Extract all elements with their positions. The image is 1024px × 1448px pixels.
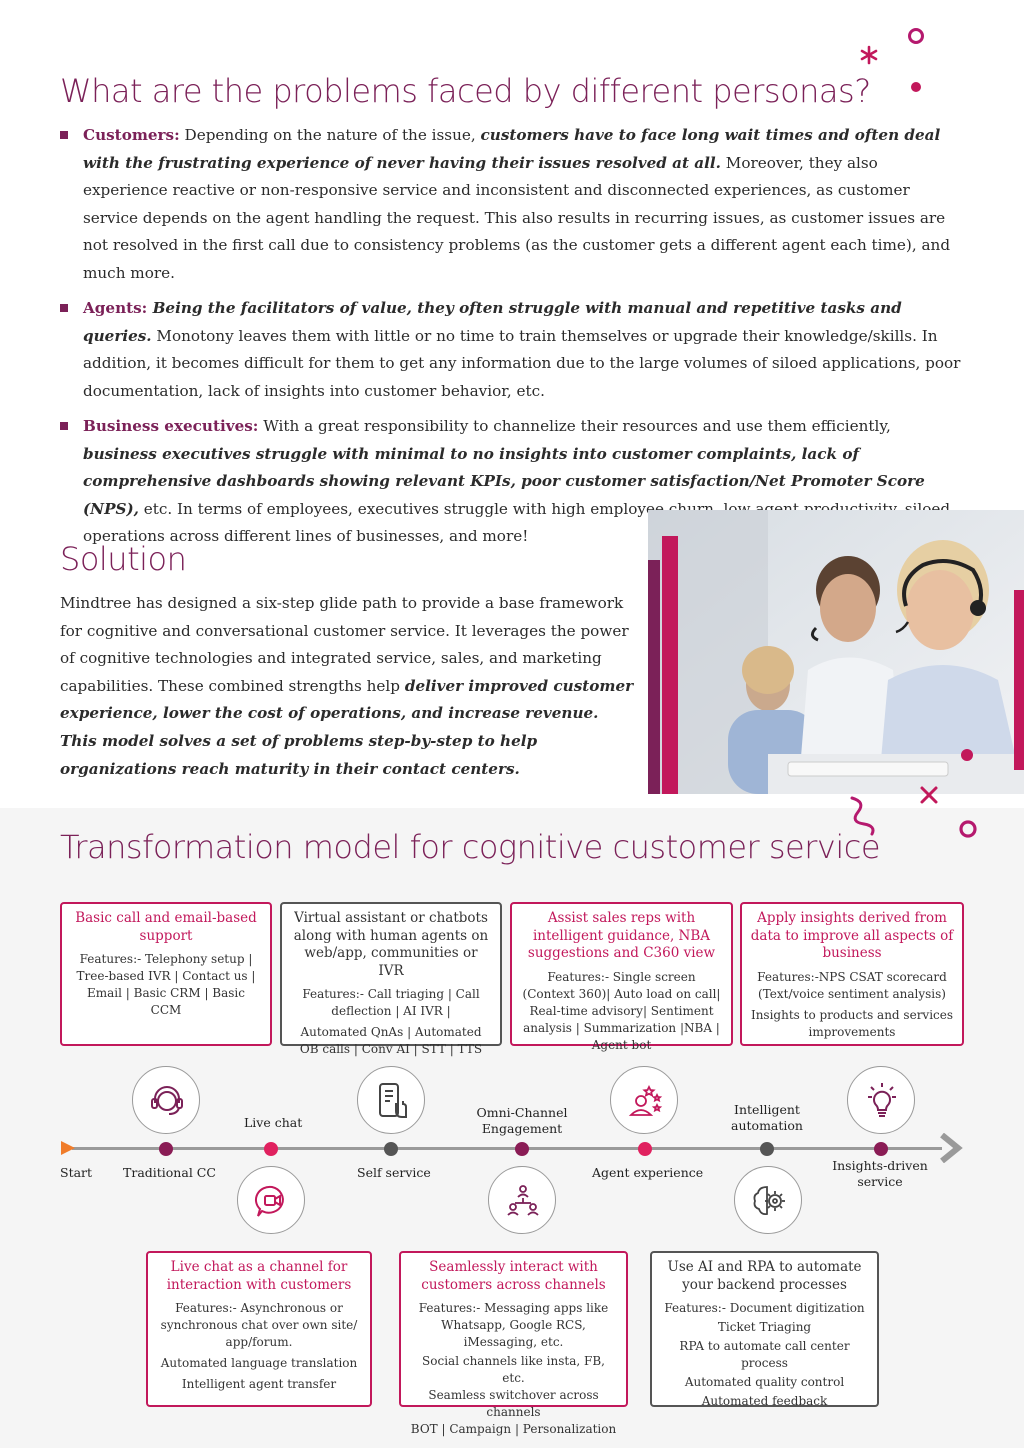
solution-emphasis: deliver improved customer experience, lo… [60, 676, 634, 778]
box-title: Seamlessly interact with customers acros… [421, 1259, 606, 1293]
stage-dot [159, 1142, 173, 1156]
box-line: Automated quality control [684, 1375, 845, 1389]
stage-dot [384, 1142, 398, 1156]
stage-label-start: Start [60, 1165, 93, 1180]
persona-lead: Business executives: [83, 417, 259, 435]
box-line: Seamless switchover across channels [428, 1388, 599, 1419]
insights-icon-circle [847, 1066, 915, 1134]
personas-title: What are the problems faced by different… [60, 72, 871, 110]
box-live-chat: Live chat as a channel for interaction w… [146, 1251, 372, 1407]
persona-agents: Agents: Being the facilitators of value,… [60, 295, 966, 405]
box-line: Insights to products and services improv… [750, 1007, 954, 1039]
box-line: Automated feedback [701, 1394, 828, 1408]
box-line: Social channels like insta, FB, etc. [422, 1354, 605, 1385]
stage-label-traditional: Traditional CC [123, 1165, 216, 1180]
box-line: Automated language translation [160, 1356, 358, 1370]
solution-title: Solution [60, 540, 187, 578]
box-line: Features:- Messaging apps like Whatsapp,… [418, 1301, 609, 1349]
persona-emphasis: business executives struggle with minima… [83, 444, 925, 518]
box-line: Intelligent agent transfer [181, 1377, 337, 1391]
stage-dot [874, 1142, 888, 1156]
decor-dot-icon [911, 82, 921, 92]
solution-paragraph: Mindtree has designed a six-step glide p… [60, 590, 635, 783]
decor-ring-icon [959, 820, 977, 838]
stage-dot [638, 1142, 652, 1156]
box-self-service: Virtual assistant or chatbots along with… [280, 902, 502, 1056]
network-people-icon [507, 1185, 539, 1216]
stage-label-livechat: Live chat [244, 1115, 303, 1130]
box-line: Automated QnAs | Automated OB calls | Co… [299, 1025, 483, 1056]
stage-label-agentexp: Agent experience [592, 1165, 704, 1180]
persona-lead: Customers: [83, 126, 180, 144]
decor-squiggle-icon [850, 796, 875, 836]
persona-customers: Customers: Depending on the nature of th… [60, 122, 966, 287]
personas-list: Customers: Depending on the nature of th… [60, 122, 966, 559]
persona-text: Moreover, they also experience reactive … [83, 153, 951, 282]
box-intelligent-automation: Use AI and RPA to automate your backend … [650, 1251, 879, 1408]
timeline-end-chevron-icon [940, 1133, 963, 1163]
agent-experience-icon-circle [610, 1066, 678, 1134]
box-line: Features:- Call triaging | Call deflecti… [302, 987, 480, 1018]
intelligent-automation-icon-circle [734, 1166, 802, 1234]
box-line: Features:- Single screen (Context 360)| … [522, 969, 721, 1052]
box-title: Use AI and RPA to automate your backend … [667, 1259, 862, 1293]
persona-emphasis: customers have to face long wait times a… [83, 126, 941, 172]
timeline: Start Traditional CC Live chat Self serv… [0, 1060, 1024, 1250]
box-line: Features:- Document digitization [664, 1301, 865, 1315]
box-line: RPA to automate call center process [679, 1339, 850, 1370]
box-line: Features:- Telephony setup | Tree-based … [76, 952, 256, 1017]
model-title: Transformation model for cognitive custo… [60, 828, 881, 866]
stage-label-intelligent: Intelligent automation [731, 1102, 803, 1133]
box-insights: Apply insights derived from data to impr… [740, 902, 964, 1046]
decor-asterisk-icon [860, 45, 878, 65]
box-traditional-cc: Basic call and email-based support Featu… [60, 902, 272, 1046]
omni-channel-icon-circle [488, 1166, 556, 1234]
stage-label-insights: Insights-driven service [832, 1158, 928, 1189]
box-line: Ticket Triaging [717, 1320, 812, 1334]
decor-x-icon [920, 786, 938, 804]
box-omni-channel: Seamlessly interact with customers acros… [399, 1251, 628, 1436]
star-user-icon [628, 1084, 663, 1116]
solution-text: Mindtree has designed a six-step glide p… [60, 594, 629, 695]
headset-icon [151, 1086, 183, 1115]
stage-dot [760, 1142, 774, 1156]
stage-label-selfservice: Self service [357, 1165, 431, 1180]
box-title: Basic call and email-based support [75, 910, 257, 944]
timeline-start-arrow-icon [61, 1141, 75, 1155]
box-line: BOT | Campaign | Personalization [410, 1422, 617, 1436]
chat-video-icon [254, 1185, 284, 1217]
decor-ring-icon [908, 28, 924, 44]
persona-executives: Business executives: With a great respon… [60, 413, 966, 551]
persona-text: Monotony leaves them with little or no t… [83, 326, 961, 400]
box-title: Live chat as a channel for interaction w… [166, 1259, 352, 1293]
box-title: Apply insights derived from data to impr… [750, 910, 954, 961]
phone-touch-icon [379, 1083, 407, 1118]
box-agent-experience: Assist sales reps with intelligent guida… [510, 902, 733, 1052]
box-title: Virtual assistant or chatbots along with… [293, 910, 489, 979]
stage-dot [264, 1142, 278, 1156]
stage-label-omni: Omni-Channel Engagement [476, 1105, 568, 1136]
call-center-photo [648, 510, 1024, 794]
decor-dot-icon [961, 749, 973, 761]
box-line: Features:-NPS CSAT scorecard (Text/voice… [757, 969, 947, 1001]
persona-text: With a great responsibility to channeliz… [258, 417, 891, 435]
traditional-cc-icon-circle [132, 1066, 200, 1134]
box-title: Assist sales reps with intelligent guida… [527, 910, 716, 961]
lightbulb-icon [868, 1083, 896, 1117]
persona-text: Depending on the nature of the issue, [179, 126, 481, 144]
persona-emphasis: Being the facilitators of value, they of… [83, 299, 902, 345]
stage-dot [515, 1142, 529, 1156]
box-line: Features:- Asynchronous or synchronous c… [160, 1301, 358, 1349]
persona-lead: Agents: [83, 299, 148, 317]
brain-gear-icon [753, 1186, 785, 1216]
timeline-line [72, 1147, 942, 1150]
live-chat-icon-circle [237, 1166, 305, 1234]
self-service-icon-circle [357, 1066, 425, 1134]
